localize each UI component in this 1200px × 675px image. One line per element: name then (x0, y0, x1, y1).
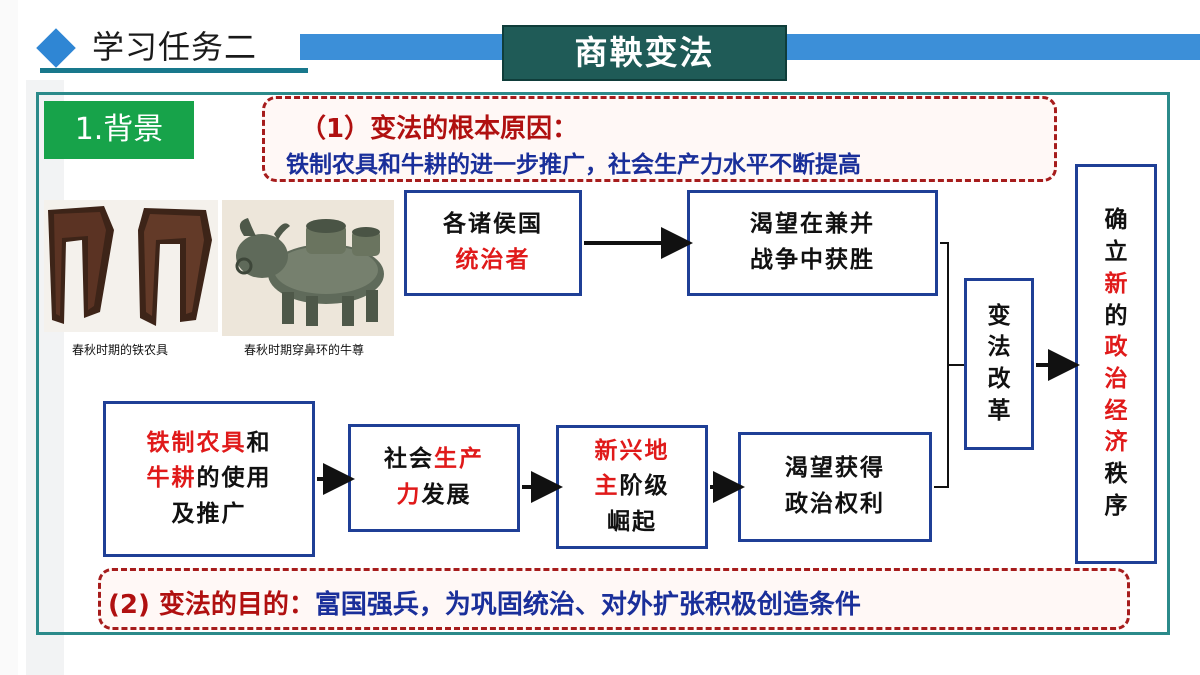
landlord-box: 新兴地 主阶级 崛起 (556, 425, 708, 549)
section-header-title: 学习任务二 (92, 28, 258, 66)
order-char: 序 (1104, 492, 1128, 519)
prod-text-3: 力 (396, 482, 422, 508)
order-char: 立 (1104, 239, 1128, 266)
order-char: 政 (1104, 334, 1128, 361)
iron-use-text: 的使用 (196, 465, 272, 492)
prod-text-1: 社会 (384, 446, 434, 473)
order-char: 秩 (1104, 461, 1128, 488)
order-char: 确 (1104, 207, 1128, 234)
root-cause-box (262, 96, 1057, 182)
order-char: 济 (1104, 429, 1128, 456)
order-char: 治 (1104, 366, 1128, 392)
prod-text-4: 发展 (421, 482, 472, 508)
ox-zun-caption: 春秋时期穿鼻环的牛尊 (244, 343, 365, 357)
iron-spread-text: 及推广 (171, 500, 247, 527)
ox-zun-photo (222, 200, 394, 336)
reform-char: 改 (987, 366, 1011, 392)
reform-box: 变法改革 (964, 278, 1034, 450)
win-war-box: 渴望在兼并 战争中获胜 (687, 190, 938, 296)
lords-box: 各诸侯国 统治者 (404, 190, 582, 296)
purpose-body: 富国强兵，为巩固统治、对外扩张积极创造条件 (314, 590, 861, 620)
iron-tools-caption: 春秋时期的铁农具 (72, 343, 169, 357)
diamond-bullet-icon (36, 28, 76, 68)
landlord-text-4: 崛起 (607, 508, 657, 535)
header-underline (40, 68, 308, 73)
landlord-text-1: 新兴地 (594, 437, 670, 464)
reform-char: 法 (987, 334, 1011, 361)
background-tag: 1.背景 (44, 101, 194, 159)
landlord-text-3: 阶级 (619, 473, 670, 500)
iron-and-text: 和 (246, 429, 272, 456)
rights-line-1: 渴望获得 (785, 455, 885, 482)
lords-line-2: 统治者 (455, 247, 531, 273)
order-char: 的 (1104, 302, 1128, 329)
war-line-1: 渴望在兼并 (750, 211, 875, 238)
iron-ox-box: 铁制农具和 牛耕的使用 及推广 (103, 401, 315, 557)
content-frame (36, 92, 1170, 635)
rights-line-2: 政治权利 (785, 491, 885, 517)
iron-tools-text: 铁制农具 (146, 429, 247, 456)
reform-char: 革 (987, 397, 1011, 424)
root-cause-title: （1）变法的根本原因： (300, 114, 579, 144)
purpose-text: (2) 变法的目的：富国强兵，为巩固统治、对外扩张积极创造条件 (108, 584, 861, 621)
root-cause-text: 铁制农具和牛耕的进一步推广，社会生产力水平不断提高 (286, 152, 861, 178)
political-rights-box: 渴望获得 政治权利 (738, 432, 932, 542)
lords-line-1: 各诸侯国 (443, 211, 543, 238)
order-char: 新 (1104, 270, 1128, 297)
order-char: 经 (1104, 397, 1128, 424)
productivity-box: 社会生产 力发展 (348, 424, 520, 532)
war-line-2: 战争中获胜 (750, 247, 875, 273)
left-gray-strip (26, 80, 64, 675)
purpose-label: (2) 变法的目的： (108, 590, 315, 620)
slide-title: 商鞅变法 (502, 25, 787, 81)
iron-tools-photo (44, 200, 218, 332)
reform-char: 变 (987, 302, 1011, 329)
purpose-box (98, 568, 1130, 630)
landlord-text-2: 主 (594, 473, 620, 500)
prod-text-2: 生产 (434, 446, 484, 473)
ox-plough-text: 牛耕 (146, 465, 197, 492)
left-edge-panel (0, 0, 18, 675)
new-order-box: 确立新的政治经济秩序 (1075, 164, 1157, 564)
